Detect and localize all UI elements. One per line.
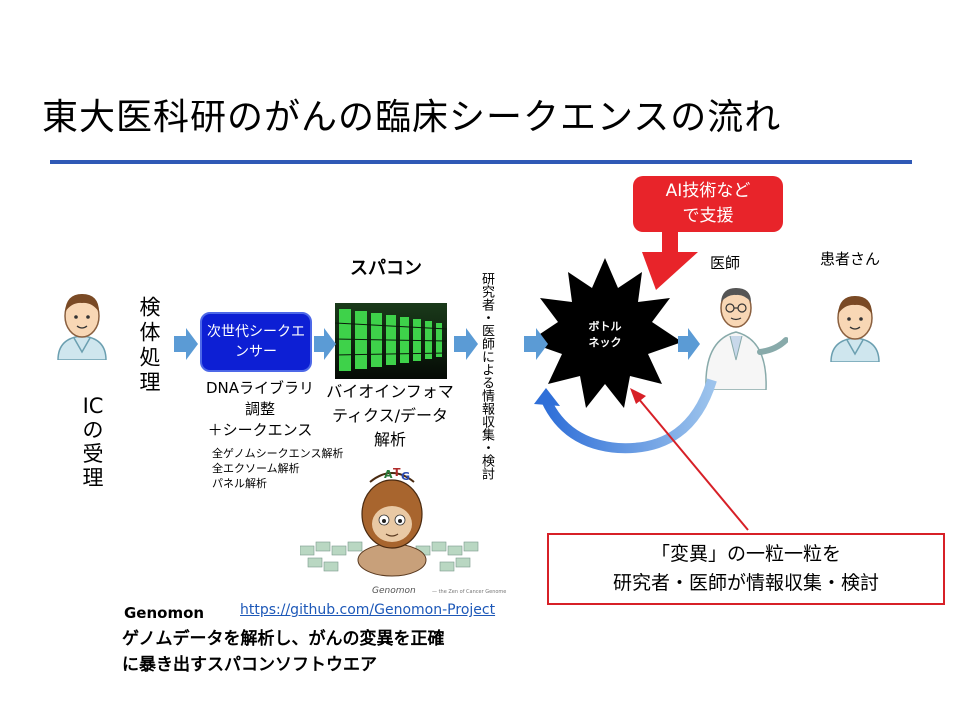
supercomputer-image [335,303,447,379]
arrow-supercomputer-to-review [454,328,478,360]
researcher-review-label: 研究者・医師による情報収集・検討 [479,272,494,480]
genomon-url-link[interactable]: https://github.com/Genomon-Project [240,602,496,618]
analysis-types-list: 全ゲノムシークエンス解析 全エクソーム解析 パネル解析 [212,447,344,490]
genomon-logo-text: Genomon [372,586,416,596]
svg-text:A: A [384,468,393,481]
ai-support-callout: AI技術など で支援 [633,176,783,232]
patient-icon [830,296,880,362]
svg-text:G: G [401,470,410,483]
doctor-label: 医師 [710,254,741,272]
genomon-mascot-image: A T G [300,466,479,577]
patient-label: 患者さん [820,250,881,268]
svg-text:T: T [393,466,401,479]
variant-review-callout: 「変異」の一粒一粒を 研究者・医師が情報収集・検討 [547,533,945,605]
arrow-ic-to-specimen [174,328,198,360]
page-title: 東大医科研のがんの臨床シークエンスの流れ [42,97,782,138]
bottleneck-label: ボトル ネック [588,320,622,349]
title-divider [50,160,912,164]
ic-consent-label: IC の 受 理 [82,394,104,490]
specimen-processing-label: 検体処理 [137,296,161,396]
doctor-icon [705,288,788,390]
genomon-name: Genomon [124,604,205,622]
next-gen-sequencer-box: 次世代シークエンサー [200,312,312,372]
patient-person-icon [57,294,107,360]
supercomputer-label: スパコン [350,258,422,279]
arrow-sequencer-to-supercomputer [314,328,336,360]
bottleneck-burst [528,258,682,408]
dna-library-label: DNAライブラリ 調整 ＋シークエンス [205,379,315,439]
genomon-logo-tagline: — the Zen of Cancer Genome [432,589,507,595]
genomon-description: ゲノムデータを解析し、がんの変異を正確 に暴き出すスパコンソフトウエア [122,629,445,675]
bioinformatics-label: バイオインフォマ ティクス/データ 解析 [326,382,454,449]
